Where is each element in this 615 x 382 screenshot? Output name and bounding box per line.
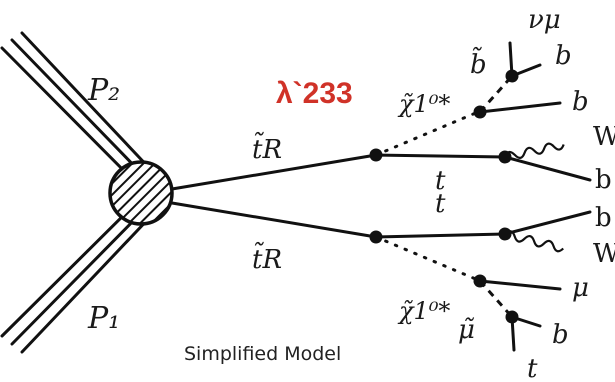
caption-simplified-model: Simplified Model xyxy=(184,343,341,365)
interaction-blob xyxy=(108,160,174,226)
label-b-lower-1: b xyxy=(595,203,612,233)
label-t-lower: t xyxy=(527,354,538,382)
mu-line xyxy=(478,279,562,291)
stop-lower-line xyxy=(170,201,378,239)
stop-upper-line xyxy=(170,153,378,191)
vertex-stop-upper xyxy=(369,148,383,162)
smuon-dashed-line xyxy=(478,280,514,318)
label-stop-upper: t̃R xyxy=(252,131,282,165)
b-upper-line xyxy=(478,101,562,114)
label-w-lower: W xyxy=(593,239,615,269)
vertex-sbottom xyxy=(505,69,519,83)
w-boson-lower-line xyxy=(504,230,564,253)
vertex-top-upper xyxy=(498,150,512,164)
vertex-top-lower xyxy=(498,227,512,241)
label-chi-upper: χ̃1⁰* xyxy=(397,90,450,118)
neutralino-upper-line xyxy=(374,110,480,157)
label-smuon: μ̃ xyxy=(458,315,475,345)
label-sbottom: b̃ xyxy=(470,46,487,80)
b-from-top-upper-line xyxy=(503,155,592,182)
vertex-stop-lower xyxy=(369,230,383,244)
incoming-proton-p1-line xyxy=(0,198,155,354)
label-w-upper: W xyxy=(593,122,615,152)
label-top-lower: t xyxy=(435,189,446,219)
vertex-smuon xyxy=(505,310,519,324)
b-from-top-lower-line xyxy=(503,210,592,236)
label-mu: μ xyxy=(572,273,589,303)
incoming-proton-p2-line xyxy=(0,31,155,188)
label-stop-lower: t̃R xyxy=(252,241,282,275)
label-b-lower-2: b xyxy=(552,320,569,350)
coupling-label: λ`233 xyxy=(276,77,353,110)
label-p2: P₂ xyxy=(87,73,120,108)
label-top-upper: t xyxy=(435,166,446,196)
vertex-chi-upper xyxy=(473,105,487,119)
label-chi-lower: χ̃1⁰* xyxy=(397,297,450,325)
label-b-upper-2: b xyxy=(572,87,589,117)
label-b-upper-1: b xyxy=(555,41,572,71)
label-nu-mu: νμ xyxy=(528,5,561,35)
label-p1: P₁ xyxy=(87,301,120,336)
vertex-chi-lower xyxy=(473,274,487,288)
w-boson-upper-line xyxy=(503,142,565,159)
top-lower-line xyxy=(374,232,507,239)
top-upper-line xyxy=(374,153,507,159)
neutralino-lower-line xyxy=(374,235,480,282)
sbottom-dashed-line xyxy=(478,75,514,113)
label-b-upper-3: b xyxy=(595,165,612,195)
